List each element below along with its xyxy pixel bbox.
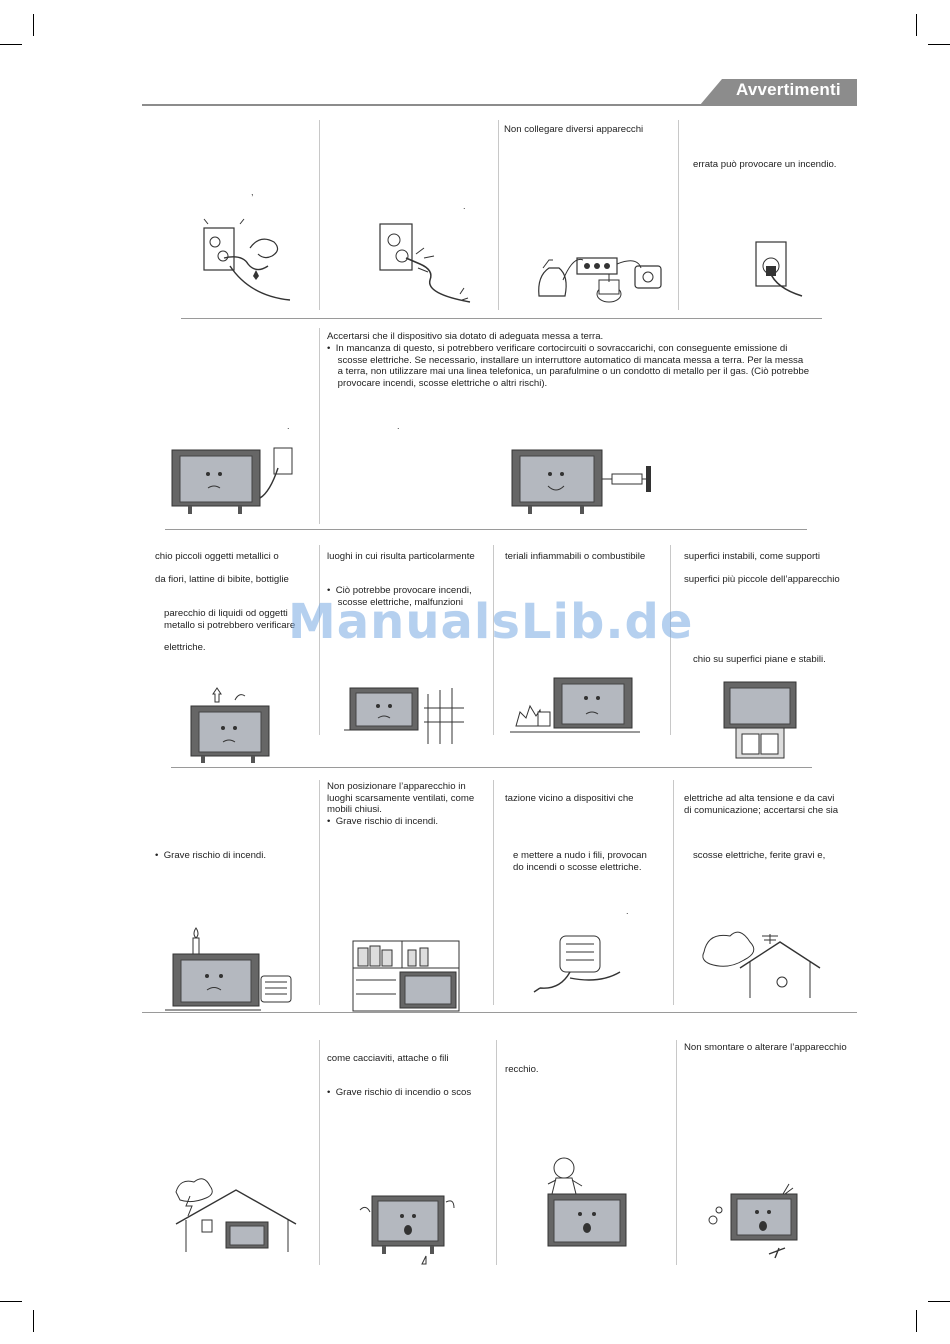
row-divider (142, 1012, 857, 1013)
tv-candle-heater-illustration (165, 927, 292, 1011)
heater-cord-illustration (533, 935, 621, 993)
bullet-line: provocare incendi, scosse elettriche o a… (327, 377, 548, 389)
crop-mark (928, 1301, 950, 1302)
warning-text: teriali infiammabili o combustibile (505, 551, 646, 562)
column-divider (319, 328, 320, 524)
tv-flammable-illustration (510, 677, 640, 733)
bullet-line: scosse elettriche, malfunzioni (327, 596, 463, 608)
bullet-line: • Grave rischio di incendio o scos (327, 1087, 472, 1098)
crop-mark (0, 1301, 22, 1302)
warning-text: Non collegare diversi apparecchi (504, 124, 644, 135)
warning-text: superfici più piccole dell’apparecchio (684, 574, 840, 585)
warning-text: luoghi in cui risulta particolarmente (327, 551, 475, 562)
text-fragment: . (626, 906, 629, 916)
warning-text: tazione vicino a dispositivi che (505, 793, 634, 804)
crop-mark (916, 14, 917, 36)
column-divider (676, 1040, 677, 1265)
crop-mark (916, 1310, 917, 1332)
column-divider (498, 120, 499, 310)
warning-text: recchio. (505, 1064, 539, 1075)
tv-stable-stand-illustration (723, 681, 797, 759)
column-divider (670, 545, 671, 735)
section-heading: Accertarsi che il dispositivo sia dotato… (327, 331, 604, 342)
bullet-line: a terra, non utilizzare mai una linea te… (327, 366, 810, 377)
column-divider (319, 545, 320, 735)
column-divider (319, 780, 320, 1005)
column-divider (673, 780, 674, 1005)
row-divider (165, 529, 807, 530)
text-fragment: . (287, 421, 290, 431)
warning-text: do incendi o scosse elettriche. (513, 861, 642, 873)
tv-with-vase-illustration (190, 687, 270, 763)
column-divider (493, 545, 494, 735)
house-lightning-illustration (175, 1178, 297, 1252)
text-fragment: . (463, 201, 466, 211)
bullet-line: • In mancanza di questo, si potrebbero v… (327, 343, 788, 354)
text-fragment: , (251, 187, 254, 197)
overloaded-outlet-illustration (538, 257, 662, 303)
tv-grounding-illustration (511, 449, 651, 514)
warning-text: Non smontare o alterare l’apparecchio (684, 1042, 847, 1053)
column-divider (678, 120, 679, 310)
text-fragment: . (397, 421, 400, 431)
warning-text: metallo si potrebbero verificare (164, 619, 296, 631)
page-title: Avvertimenti (736, 80, 841, 99)
warning-text: errata può provocare un incendio. (693, 159, 837, 170)
warning-text: mobili chiusi. (327, 804, 382, 815)
bullet-line: • Grave rischio di incendi. (155, 850, 267, 861)
warning-text: elettriche ad alta tensione e da cavi (684, 793, 835, 804)
crop-mark (0, 44, 22, 45)
warning-text: parecchio di liquidi od oggetti (164, 608, 288, 619)
warning-text: Non posizionare l’apparecchio in (327, 781, 466, 792)
column-divider (319, 120, 320, 310)
warning-text: di comunicazione; accertarsi che sia (684, 804, 839, 816)
bullet-line: scosse elettriche. Se necessario, instal… (327, 354, 804, 366)
row-divider (171, 767, 812, 768)
crop-mark (33, 1310, 34, 1332)
column-divider (496, 1040, 497, 1265)
tv-closed-cabinet-illustration (352, 940, 460, 1012)
warning-text: come cacciaviti, attache o fili (327, 1053, 449, 1064)
warning-text: chio su superfici piane e stabili. (693, 654, 826, 665)
crop-mark (928, 44, 950, 45)
warning-text: luoghi scarsamente ventilati, come (327, 792, 475, 804)
damaged-plug-illustration (379, 223, 471, 303)
warning-text: elettriche. (164, 642, 206, 653)
house-antenna-illustration (702, 931, 821, 998)
tv-disassembly-illustration (708, 1183, 798, 1259)
warning-text: superfici instabili, come supporti (684, 551, 820, 562)
tv-outlet-illustration (171, 447, 293, 514)
tv-humid-place-illustration (344, 687, 464, 744)
header-rule (142, 104, 857, 106)
wall-outlet-illustration (755, 241, 803, 297)
column-divider (319, 1040, 320, 1265)
column-divider (493, 780, 494, 1005)
warning-text: chio piccoli oggetti metallici o (155, 551, 279, 562)
watermark: ManualsLib.de (288, 594, 694, 650)
bullet-line: • Ciò potrebbe provocare incendi, (327, 585, 472, 596)
wet-hands-plug-illustration (203, 218, 291, 301)
header-tab (700, 79, 857, 105)
tv-objects-inside-illustration (359, 1195, 455, 1265)
bullet-line: • Grave rischio di incendi. (327, 815, 439, 827)
row-divider (181, 318, 822, 319)
warning-text: scosse elettriche, ferite gravi e, (693, 850, 826, 861)
crop-mark (33, 14, 34, 36)
warning-text: e mettere a nudo i fili, provocan (513, 850, 647, 861)
child-on-tv-illustration (547, 1157, 627, 1247)
warning-text: da fiori, lattine di bibite, bottiglie (155, 574, 289, 585)
